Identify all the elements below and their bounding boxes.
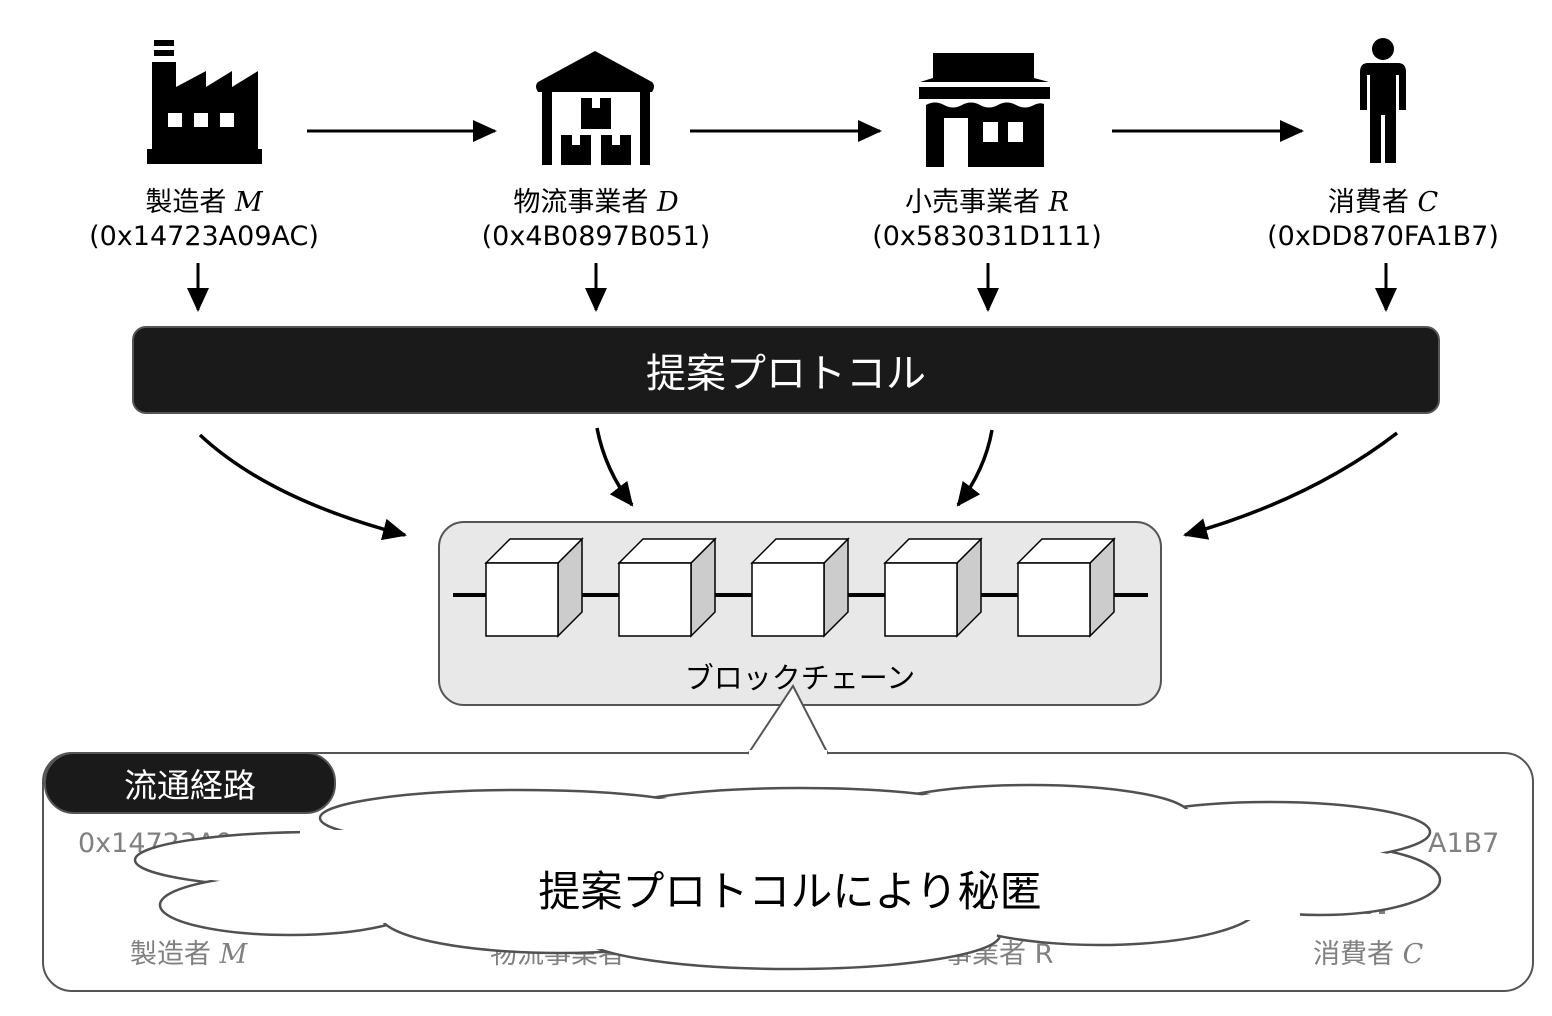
block-cube	[1016, 537, 1116, 638]
faded-var: C	[1402, 939, 1424, 970]
block-cube	[484, 537, 584, 638]
route-tag: 流通経路	[44, 752, 336, 814]
actor-label-manufacturer: 製造者 M (0x14723A09AC)	[44, 186, 364, 254]
actor-label-consumer: 消費者 C (0xDD870FA1B7)	[1223, 186, 1543, 254]
faded-role-text: 製造者	[130, 939, 211, 970]
curve-arrow-3	[956, 429, 994, 507]
actor-var: D	[656, 187, 679, 218]
actor-var: R	[1048, 187, 1069, 218]
faded-start-role: 製造者 M	[130, 932, 247, 971]
actor-role: 製造者	[145, 187, 227, 218]
faded-var: M	[219, 939, 248, 970]
protocol-bar: 提案プロトコル	[132, 326, 1440, 414]
curve-arrow-4	[1183, 431, 1399, 540]
faded-end-role: 消費者 C	[1313, 932, 1423, 971]
faded-end-address: A1B7	[1428, 828, 1500, 859]
actor-label-retailer: 小売事業者 R (0x583031D111)	[827, 186, 1147, 254]
actor-address: (0x4B0897B051)	[481, 221, 711, 252]
actor-label-logistics: 物流事業者 D (0x4B0897B051)	[436, 186, 756, 254]
curve-arrow-2	[595, 427, 634, 507]
actor-address: (0x14723A09AC)	[89, 221, 319, 252]
curve-arrow-1	[198, 433, 407, 541]
actor-var: C	[1417, 187, 1439, 218]
actor-role: 消費者	[1327, 187, 1409, 218]
actor-address: (0xDD870FA1B7)	[1267, 221, 1499, 252]
route-tag-label: 流通経路	[124, 766, 256, 805]
actor-address: (0x583031D111)	[872, 221, 1102, 252]
block-cube	[750, 537, 850, 638]
factory-icon	[147, 40, 262, 164]
actor-role: 小売事業者	[905, 187, 1041, 218]
cloud-label: 提案プロトコルにより秘匿	[538, 867, 1042, 916]
block-cube	[617, 537, 717, 638]
store-icon	[919, 53, 1050, 167]
blockchain-label: ブロックチェーン	[684, 661, 916, 695]
warehouse-icon	[536, 51, 654, 165]
block-cube	[883, 537, 983, 638]
protocol-label: 提案プロトコル	[646, 351, 926, 397]
faded-role-text: 消費者	[1313, 939, 1394, 970]
person-icon	[1360, 38, 1406, 163]
actor-var: M	[234, 187, 263, 218]
actor-role: 物流事業者	[513, 187, 649, 218]
